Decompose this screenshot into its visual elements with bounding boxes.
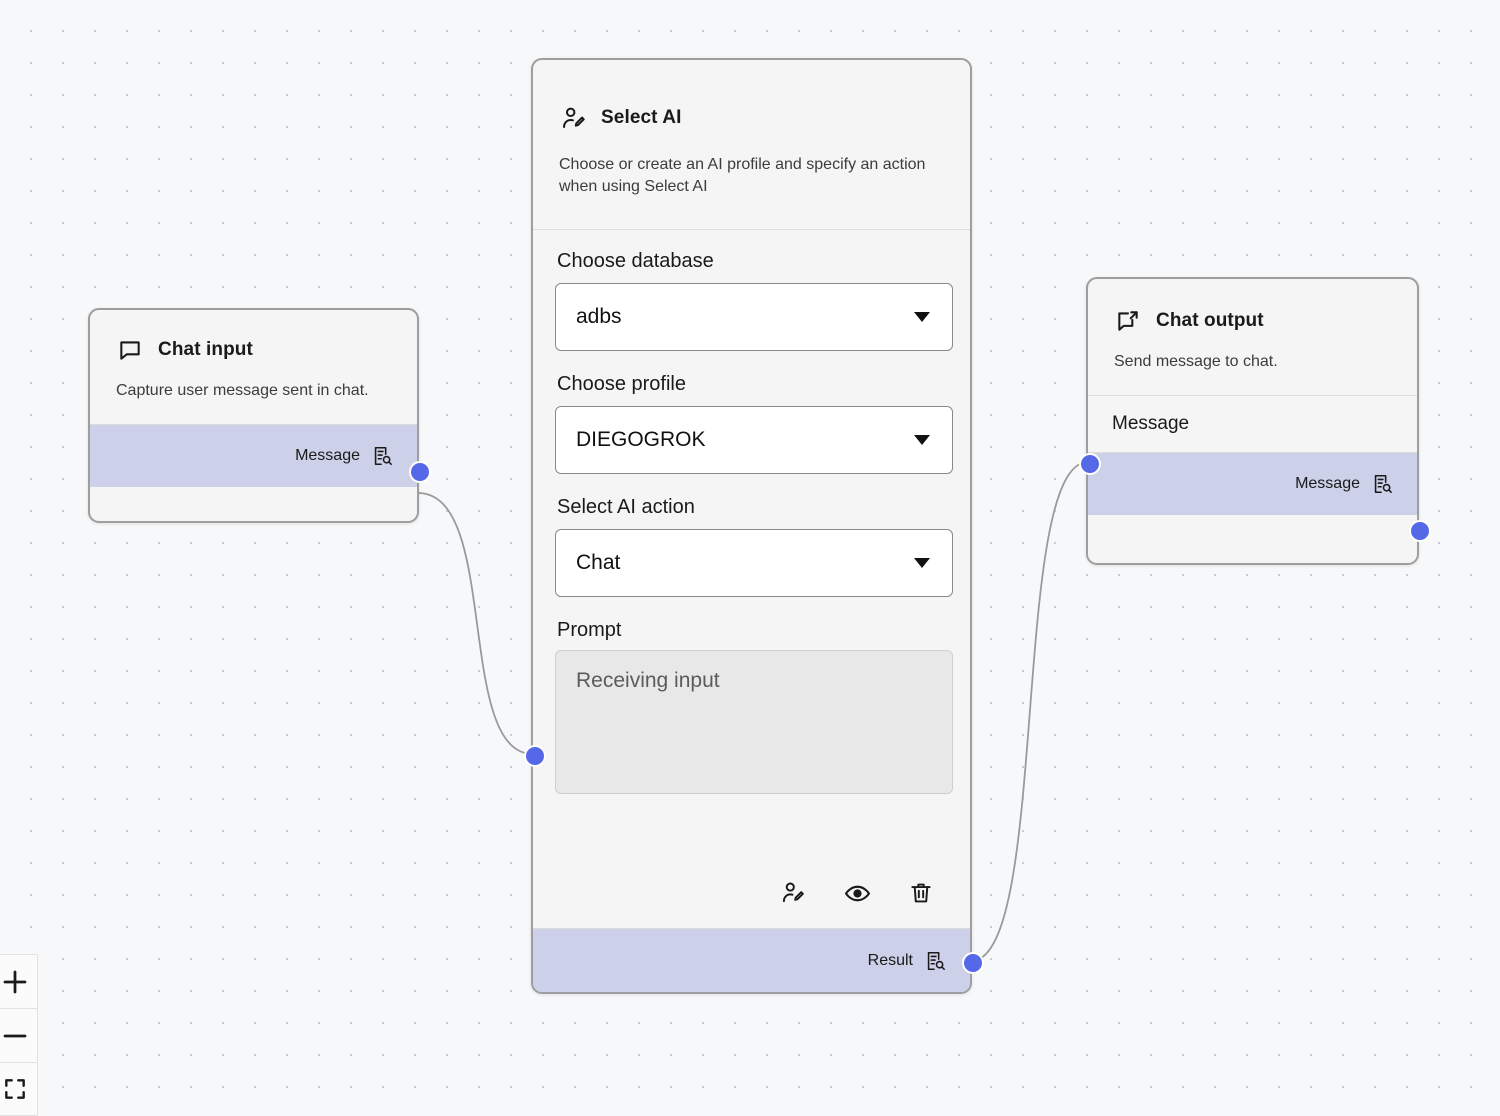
chat-bubble-icon: [116, 336, 144, 364]
chat-output-description: Send message to chat.: [1114, 353, 1278, 370]
chat-output-output-handle[interactable]: [1409, 520, 1431, 542]
chat-output-input-label: Message: [1112, 412, 1190, 434]
choose-profile-value: DIEGOGROK: [576, 428, 706, 452]
choose-database-value: adbs: [576, 305, 622, 329]
chat-output-title: Chat output: [1156, 310, 1264, 331]
chat-input-divider: [90, 423, 417, 425]
zoom-in-button[interactable]: [0, 954, 38, 1008]
edit-profile-button[interactable]: [778, 878, 808, 908]
chat-bubble-export-icon: [1114, 307, 1142, 335]
data-inspect-icon[interactable]: [1371, 473, 1393, 495]
select-ai-form: Choose database adbs Choose profile DIEG…: [533, 230, 970, 860]
chat-output-header: Chat output: [1088, 279, 1417, 335]
prompt-label: Prompt: [557, 619, 622, 642]
select-ai-header-divider: [533, 229, 970, 231]
user-edit-icon: [559, 104, 587, 132]
node-chat-output[interactable]: Chat output Send message to chat. Messag…: [1079, 277, 1431, 565]
chat-input-output-handle[interactable]: [409, 461, 431, 483]
select-ai-input-handle[interactable]: [524, 745, 546, 767]
choose-database-select[interactable]: adbs: [555, 283, 953, 352]
select-ai-footer-divider: [533, 928, 970, 929]
fit-view-icon[interactable]: [0, 1062, 38, 1116]
select-ai-action-label: Select AI action: [557, 496, 695, 519]
choose-database-label: Choose database: [557, 250, 714, 273]
node-select-ai[interactable]: Select AI Choose or create an AI profile…: [524, 58, 984, 994]
data-inspect-icon[interactable]: [371, 445, 393, 467]
chat-output-input-port-row[interactable]: Message: [1088, 395, 1417, 452]
chevron-down-icon: [914, 312, 930, 323]
chevron-down-icon: [914, 435, 930, 446]
zoom-controls[interactable]: [0, 954, 38, 1116]
choose-profile-label: Choose profile: [557, 373, 686, 396]
select-ai-header: Select AI: [533, 60, 970, 132]
edge-chat-input-to-select-ai: [417, 492, 534, 755]
chat-input-output-label: Message: [295, 446, 360, 464]
data-inspect-icon[interactable]: [924, 950, 946, 972]
choose-profile-select[interactable]: DIEGOGROK: [555, 406, 953, 475]
select-ai-description: Choose or create an AI profile and speci…: [559, 156, 926, 195]
trash-icon[interactable]: [906, 878, 936, 908]
edge-select-ai-to-chat-output: [970, 461, 1089, 962]
chat-input-header: Chat input: [90, 310, 417, 364]
chat-output-output-port-row[interactable]: Message: [1088, 452, 1417, 515]
eye-icon[interactable]: [842, 878, 872, 908]
chat-input-description: Capture user message sent in chat.: [116, 382, 369, 399]
prompt-placeholder: Receiving input: [576, 669, 720, 693]
node-chat-input[interactable]: Chat input Capture user message sent in …: [88, 308, 431, 523]
chat-input-output-port-row[interactable]: Message: [90, 424, 417, 487]
select-ai-output-port-row[interactable]: Result: [533, 929, 970, 992]
select-ai-action-select[interactable]: Chat: [555, 529, 953, 598]
select-ai-action-value: Chat: [576, 551, 621, 575]
chat-output-output-label: Message: [1295, 474, 1360, 492]
chat-input-title: Chat input: [158, 339, 253, 360]
select-ai-output-handle[interactable]: [962, 952, 984, 974]
chat-output-divider-top: [1088, 394, 1417, 396]
chevron-down-icon: [914, 558, 930, 569]
select-ai-output-label: Result: [867, 951, 913, 969]
chat-output-input-handle[interactable]: [1079, 453, 1101, 475]
chat-output-divider-bottom: [1088, 451, 1417, 453]
zoom-out-button[interactable]: [0, 1008, 38, 1062]
select-ai-toolbar: [533, 860, 970, 928]
prompt-textarea[interactable]: Receiving input: [555, 650, 953, 795]
select-ai-title: Select AI: [601, 107, 682, 128]
